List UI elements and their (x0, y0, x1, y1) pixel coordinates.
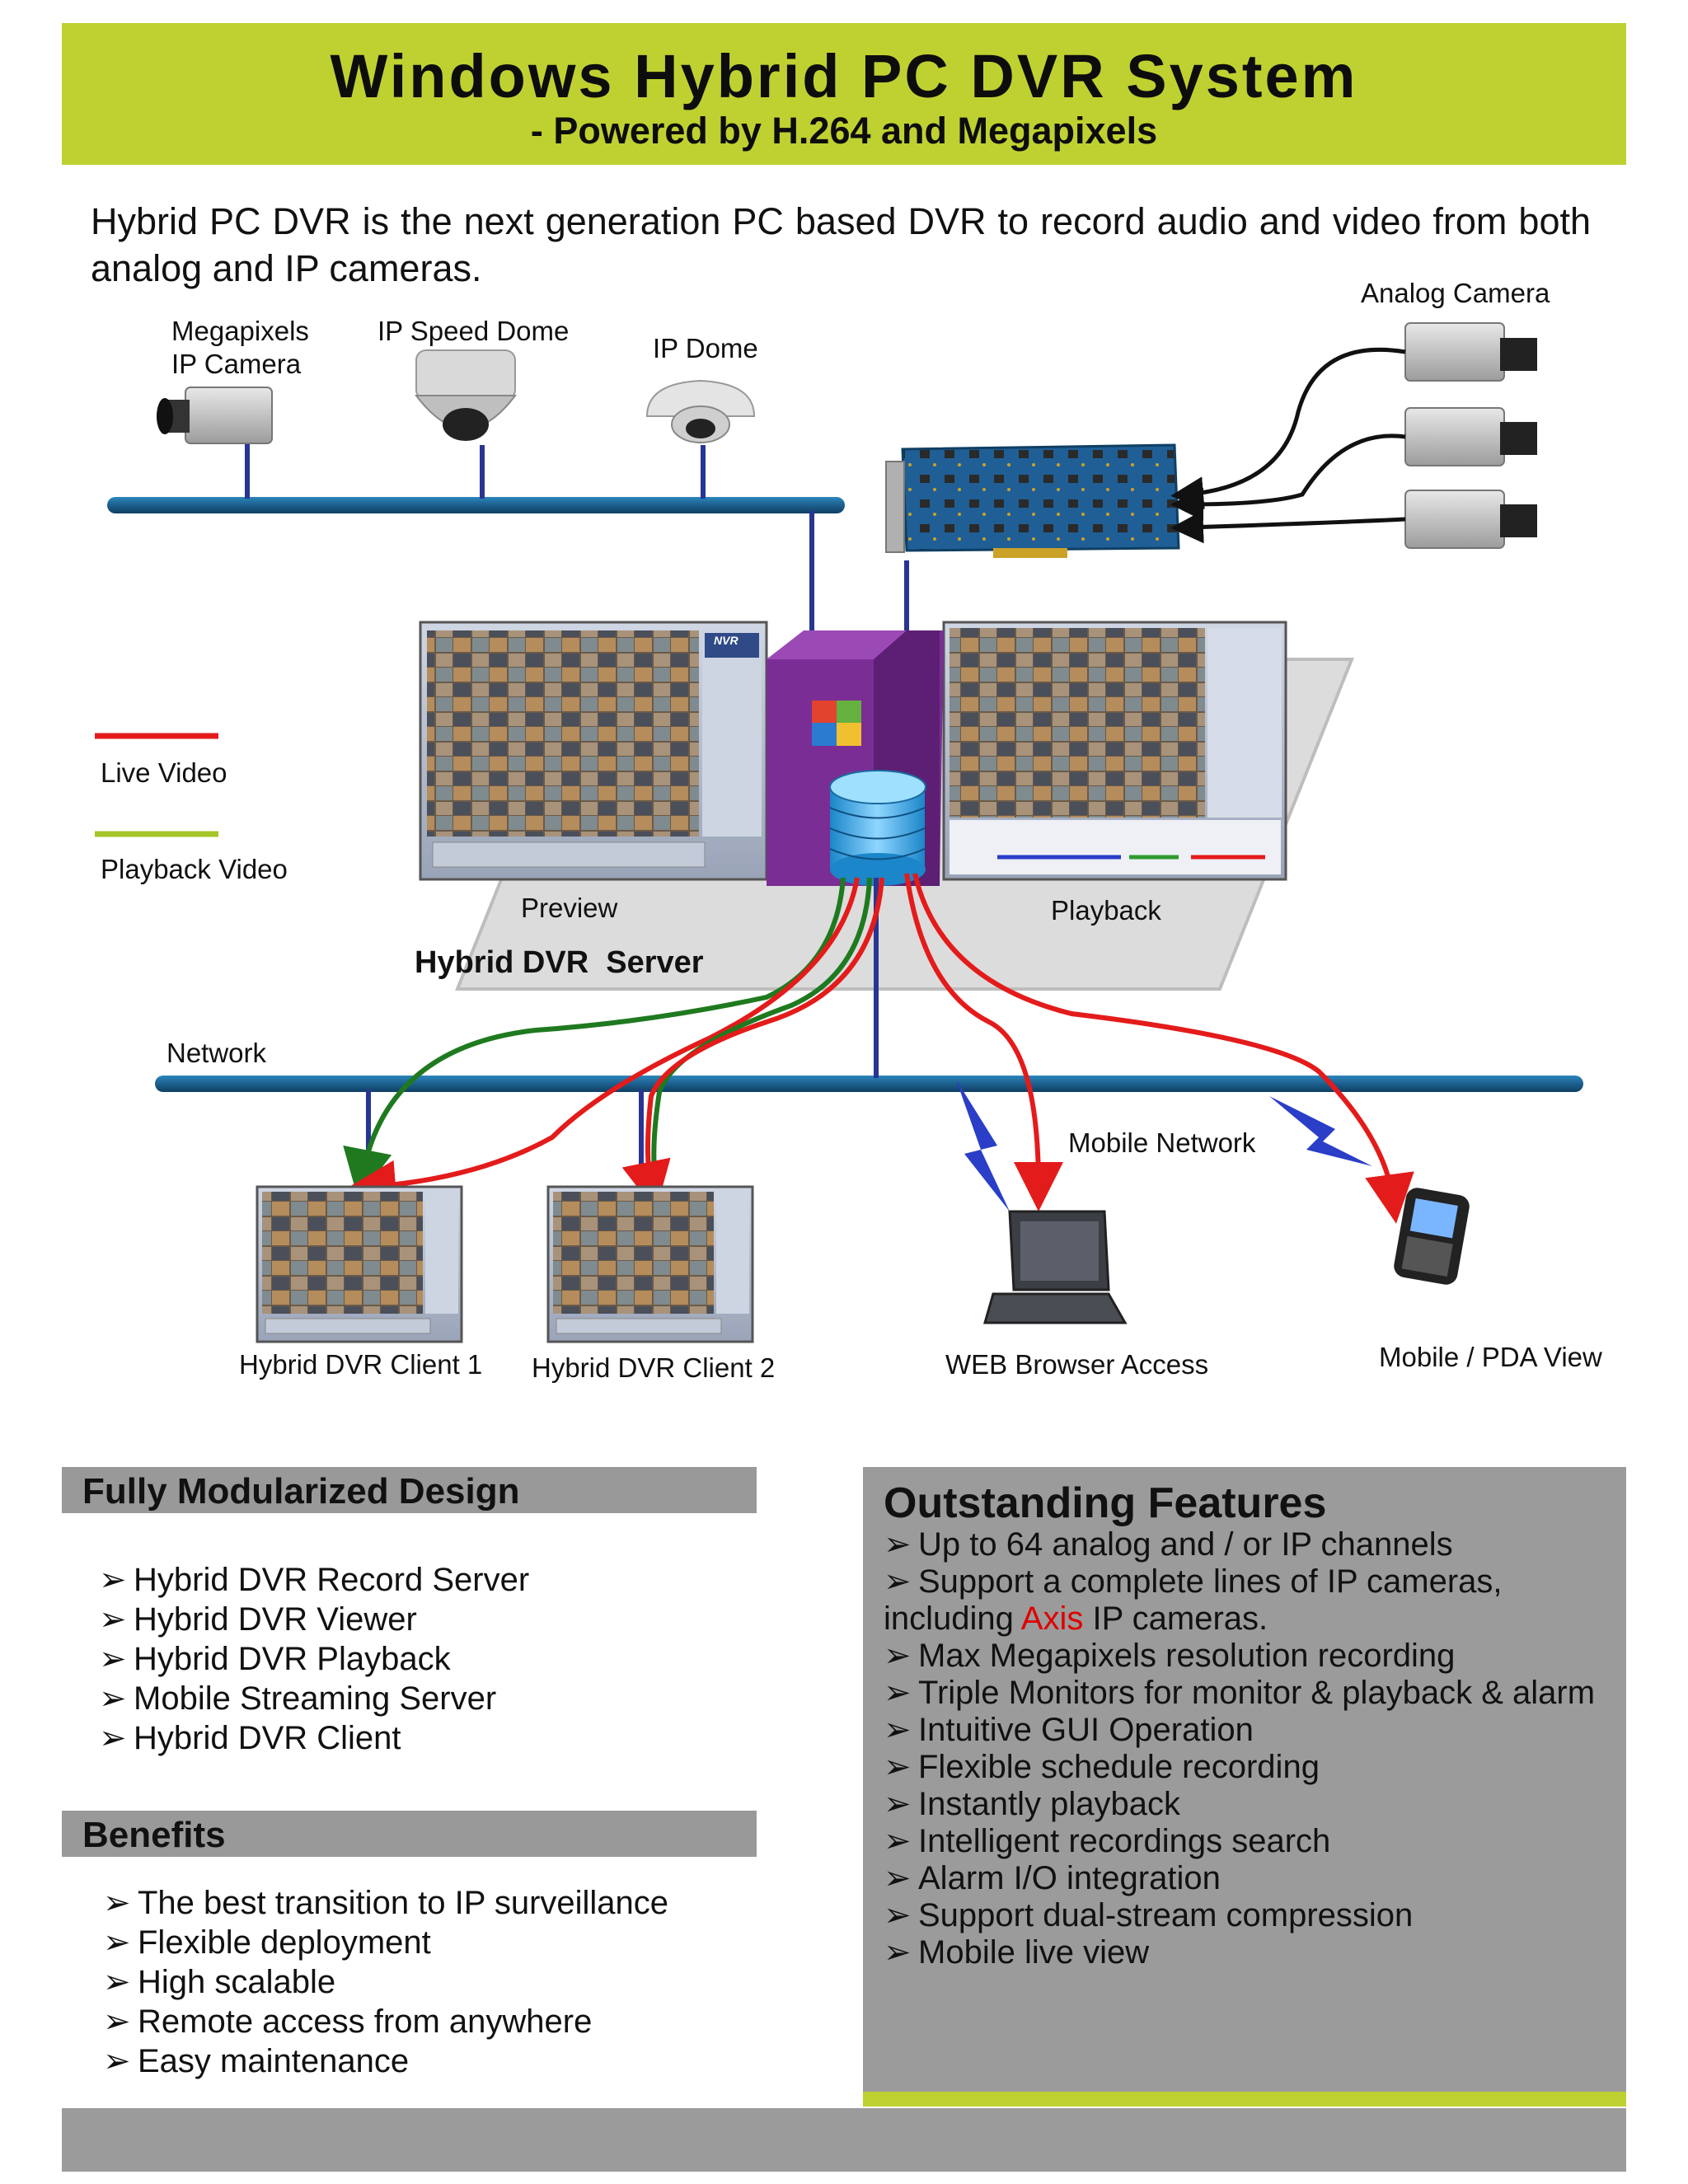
footer-bar (62, 2108, 1626, 2172)
features-panel: Outstanding Features ➢Up to 64 analog an… (863, 1467, 1626, 2092)
preview-monitor (419, 621, 768, 881)
modular-title: Fully Modularized Design (82, 1471, 520, 1511)
capture-card-icon (885, 443, 1180, 558)
ip-dome-label: IP Dome (653, 333, 758, 363)
network-label: Network (166, 1038, 267, 1068)
benefits-list: ➢The best transition to IP surveillance … (103, 1883, 668, 2081)
legend-playback-label: Playback Video (101, 854, 288, 884)
list-item: ➢Flexible deployment (103, 1924, 431, 1961)
mobile-network-label: Mobile Network (1068, 1127, 1256, 1158)
list-item: ➢The best transition to IP surveillance (103, 1885, 669, 1921)
server-label: Hybrid DVR Server (415, 945, 704, 980)
laptop-icon (983, 1210, 1128, 1324)
nvr-badge: NVR (714, 634, 738, 647)
page-subtitle: - Powered by H.264 and Megapixels (530, 110, 1158, 152)
web-browser-label: WEB Browser Access (945, 1349, 1209, 1380)
analog-camera-label: Analog Camera (1361, 278, 1550, 308)
list-item: ➢Support dual-stream compression (884, 1897, 1414, 1933)
wireless-bolt-icon-1 (956, 1080, 1010, 1212)
wireless-bolt-icon-2 (1269, 1096, 1372, 1166)
list-item: ➢Mobile live view (884, 1934, 1150, 1971)
list-item-continuation: including Axis IP cameras. (884, 1601, 1268, 1637)
megapixels-camera-label: Megapixels IP Camera (171, 316, 309, 379)
ip-speed-dome-icon (414, 349, 518, 441)
playback-monitor (942, 621, 1287, 881)
playback-label: Playback (1051, 895, 1161, 926)
modular-list: ➢Hybrid DVR Record Server ➢Hybrid DVR Vi… (99, 1560, 529, 1758)
benefits-title: Benefits (82, 1815, 226, 1855)
database-icon (829, 770, 926, 886)
system-diagram (95, 322, 1583, 1343)
analog-camera-icon-3 (1404, 490, 1537, 549)
title-banner: Windows Hybrid PC DVR System - Powered b… (62, 23, 1626, 165)
analog-camera-icon-1 (1404, 322, 1537, 382)
modular-title-bar: Fully Modularized Design (62, 1467, 757, 1513)
benefits-title-bar: Benefits (62, 1811, 757, 1857)
list-item: ➢Hybrid DVR Viewer (99, 1601, 417, 1638)
features-list: ➢Up to 64 analog and / or IP channels ➢S… (884, 1526, 1595, 1971)
list-item: ➢Intuitive GUI Operation (884, 1712, 1254, 1748)
client1-label: Hybrid DVR Client 1 (239, 1349, 483, 1380)
list-item: ➢Alarm I/O integration (884, 1860, 1221, 1896)
intro-paragraph: Hybrid PC DVR is the next generation PC … (91, 200, 1591, 289)
ip-dome-icon (645, 379, 756, 443)
mobile-phone-icon (1394, 1188, 1470, 1285)
accent-strip (863, 2092, 1626, 2107)
legend-live-label: Live Video (101, 757, 227, 788)
analog-camera-icon-2 (1404, 407, 1537, 466)
list-item: ➢Instantly playback (884, 1786, 1180, 1822)
list-item: ➢Remote access from anywhere (103, 2004, 593, 2040)
list-item: ➢Mobile Streaming Server (99, 1680, 497, 1717)
list-item: ➢Up to 64 analog and / or IP channels (884, 1526, 1453, 1563)
list-item: ➢Max Megapixels resolution recording (884, 1638, 1456, 1674)
list-item: ➢Flexible schedule recording (884, 1749, 1320, 1785)
list-item: ➢Hybrid DVR Playback (99, 1641, 451, 1677)
list-item: ➢Support a complete lines of IP cameras, (884, 1563, 1503, 1600)
features-title: Outstanding Features (884, 1479, 1327, 1527)
page-title: Windows Hybrid PC DVR System (330, 42, 1358, 110)
list-item: ➢Intelligent recordings search (884, 1823, 1331, 1859)
ip-camera-bus (107, 497, 845, 513)
list-item: ➢Hybrid DVR Client (99, 1720, 401, 1756)
list-item: ➢Hybrid DVR Record Server (99, 1562, 530, 1598)
preview-label: Preview (521, 893, 618, 923)
axis-highlight: Axis (1020, 1601, 1084, 1637)
main-network-bus (155, 1076, 1583, 1092)
client2-monitor (546, 1185, 754, 1343)
mobile-view-label: Mobile / PDA View (1379, 1342, 1602, 1372)
list-item: ➢Easy maintenance (103, 2043, 410, 2079)
megapixels-camera-icon (157, 387, 273, 444)
list-item: ➢Triple Monitors for monitor & playback … (884, 1675, 1596, 1711)
list-item: ➢High scalable (103, 1964, 336, 2000)
client1-monitor (256, 1185, 463, 1343)
ip-speed-dome-label: IP Speed Dome (377, 316, 570, 346)
client2-label: Hybrid DVR Client 2 (532, 1352, 776, 1383)
